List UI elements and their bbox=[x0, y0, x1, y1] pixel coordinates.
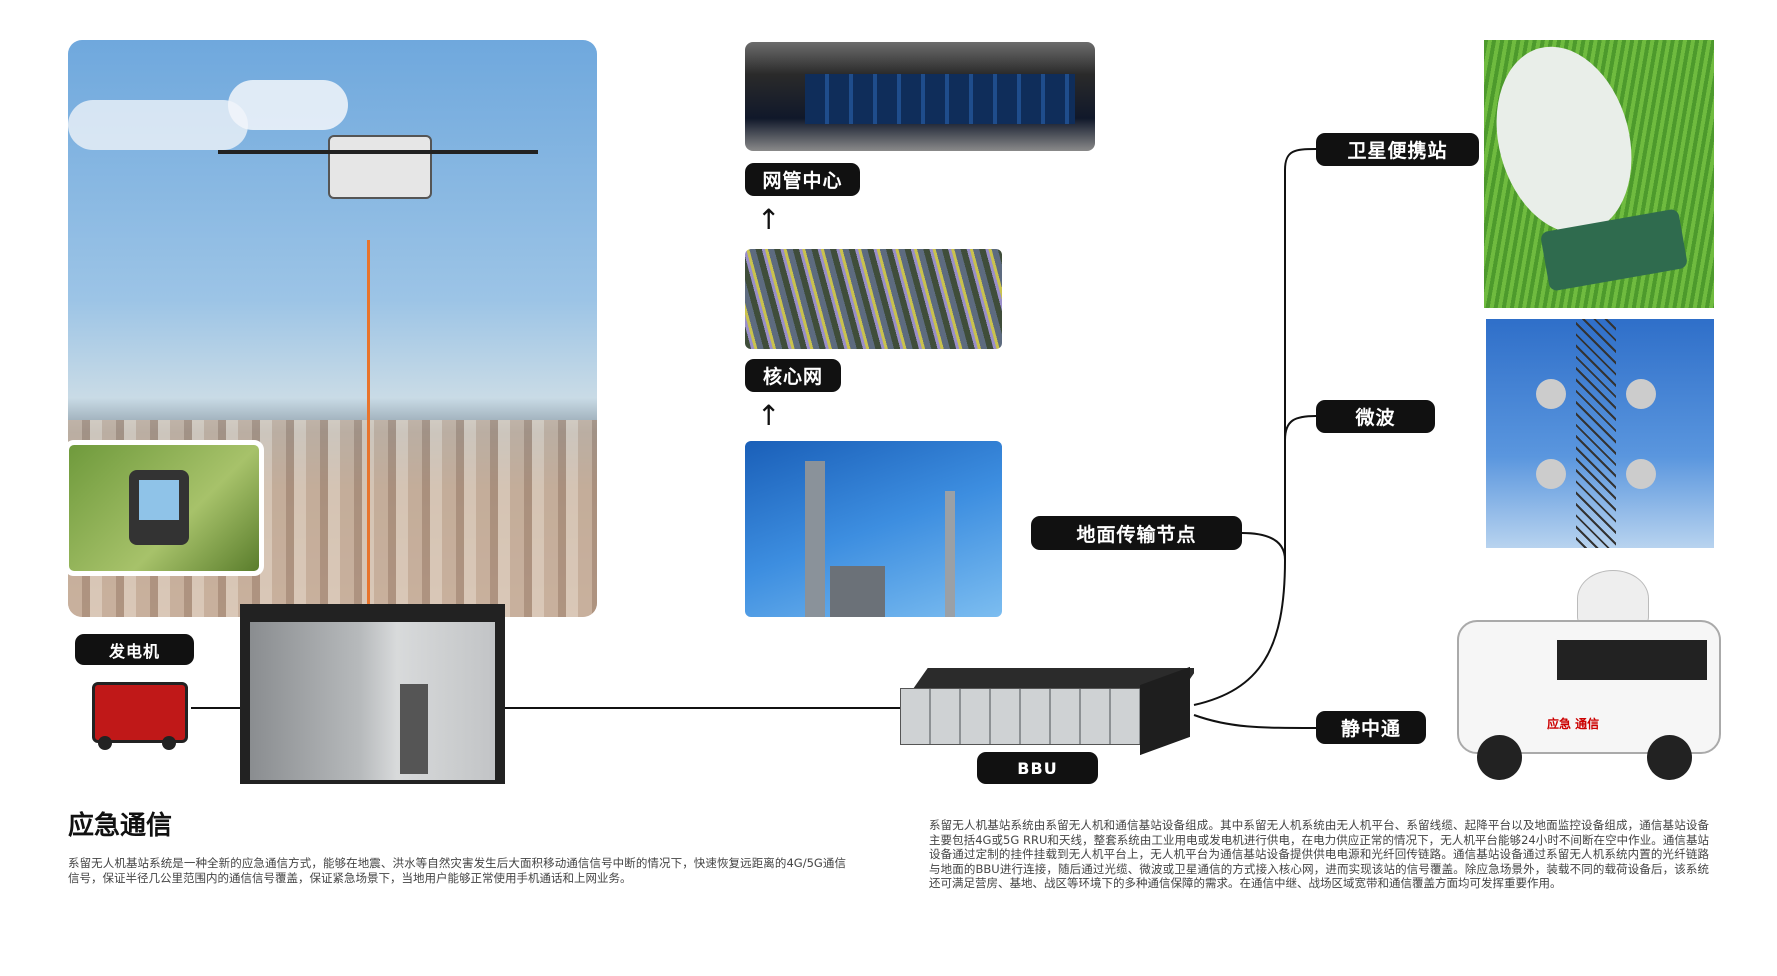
system-description-paragraph: 系留无人机基站系统由系留无人机和通信基站设备组成。其中系留无人机系统由无人机平台… bbox=[929, 818, 1709, 890]
ground-station-container-photo bbox=[240, 604, 505, 784]
arrow-up-icon: ↑ bbox=[757, 399, 781, 432]
base-station-tower-photo bbox=[745, 441, 1002, 617]
arrow-up-icon: ↑ bbox=[757, 203, 781, 236]
label-microwave: 微波 bbox=[1316, 400, 1435, 433]
core-network-photo bbox=[745, 249, 1002, 349]
label-ground-transmission-node: 地面传输节点 bbox=[1031, 516, 1242, 550]
label-generator: 发电机 bbox=[75, 634, 194, 665]
intro-paragraph: 系留无人机基站系统是一种全新的应急通信方式，能够在地震、洪水等自然灾害发生后大面… bbox=[68, 856, 846, 885]
tethered-drone-photo bbox=[68, 40, 597, 617]
tether-cable bbox=[367, 240, 370, 617]
label-core-network: 核心网 bbox=[745, 359, 841, 392]
satellite-station-photo bbox=[1484, 40, 1714, 308]
generator-photo bbox=[84, 672, 190, 752]
section-title: 应急通信 bbox=[68, 811, 173, 841]
label-satellite-portable-station: 卫星便携站 bbox=[1316, 133, 1479, 166]
label-satcom-on-the-pause: 静中通 bbox=[1316, 711, 1426, 744]
emergency-vehicle-photo: 应急 通信 bbox=[1447, 570, 1731, 786]
drone-icon bbox=[328, 135, 432, 199]
bbu-photo bbox=[900, 666, 1194, 757]
label-bbu: BBU bbox=[977, 752, 1098, 784]
network-center-photo bbox=[745, 42, 1095, 151]
label-network-center: 网管中心 bbox=[745, 163, 860, 196]
microwave-tower-photo bbox=[1486, 319, 1714, 548]
vehicle-text: 应急 通信 bbox=[1547, 717, 1600, 731]
controller-photo bbox=[64, 440, 264, 576]
